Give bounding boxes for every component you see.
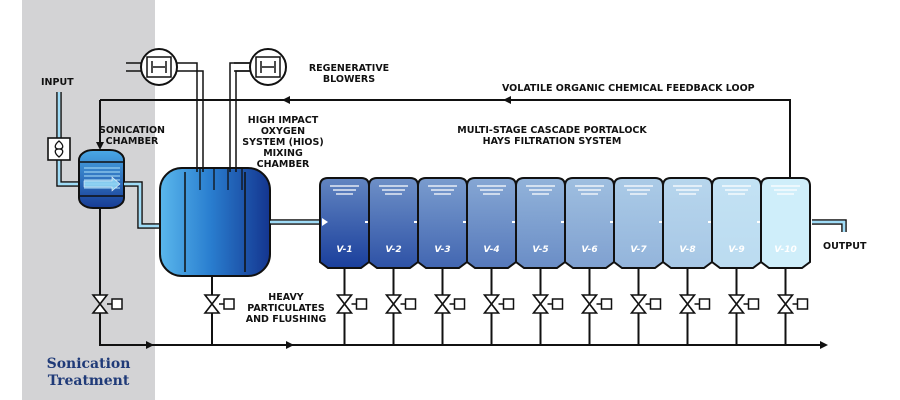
vessel-label: V-3 — [434, 245, 450, 255]
valve-icon — [727, 294, 760, 314]
heavy-particulates-label: HEAVY PARTICULATES AND FLUSHING — [245, 292, 327, 325]
valve-icon — [629, 294, 662, 314]
vessel-label: V-4 — [483, 245, 499, 255]
filtration-vessels: V-1 V-2 V-3 V-4 V-5 V-6 V-7 V-8 V-9 V-10 — [319, 177, 811, 345]
blowers-label: REGENERATIVE BLOWERS — [308, 63, 390, 85]
input-label: INPUT — [41, 77, 74, 88]
valve-icon — [433, 294, 466, 314]
vessel: V-3 — [417, 177, 468, 269]
vessel: V-1 — [319, 177, 370, 269]
valve-icon — [531, 294, 564, 314]
vessel: V-9 — [711, 177, 762, 269]
valve-icon — [776, 294, 809, 314]
transfer-pipe-1 — [124, 181, 162, 229]
vessel-label: V-2 — [385, 245, 401, 255]
feedback-loop — [96, 96, 791, 178]
output-label: OUTPUT — [823, 241, 867, 252]
arrow-icon — [322, 218, 328, 226]
vessel: V-10 — [760, 177, 811, 269]
valve-icon — [203, 294, 235, 314]
air-lines — [126, 62, 250, 172]
output-pipe — [812, 219, 847, 232]
valve-icon — [678, 294, 711, 314]
transfer-pipe-2 — [270, 219, 320, 225]
hios-label: HIGH IMPACT OXYGEN SYSTEM (HIOS) MIXING … — [242, 115, 324, 170]
vessel-label: V-8 — [679, 245, 695, 255]
side-title: Sonication Treatment — [46, 356, 131, 389]
valve-icon — [335, 294, 368, 314]
sonication-chamber-label: SONICATION CHAMBER — [98, 125, 166, 147]
vessel: V-6 — [564, 177, 615, 269]
sonication-chamber — [78, 149, 125, 209]
input-pipe — [56, 92, 80, 187]
fan-icon — [47, 137, 71, 161]
blower-icon — [140, 48, 178, 86]
blower-icon — [249, 48, 287, 86]
flush-manifold — [99, 208, 828, 349]
valve-icon — [384, 294, 417, 314]
vessel: V-2 — [368, 177, 419, 269]
vessel: V-5 — [515, 177, 566, 269]
vessel: V-7 — [613, 177, 664, 269]
vessel-label: V-6 — [581, 245, 597, 255]
feedback-loop-label: VOLATILE ORGANIC CHEMICAL FEEDBACK LOOP — [502, 83, 755, 94]
vessel: V-4 — [466, 177, 517, 269]
vessel-label: V-1 — [336, 245, 352, 255]
valve-icon — [580, 294, 613, 314]
vessel-label: V-5 — [532, 245, 548, 255]
valve-icon — [91, 294, 123, 314]
filtration-label: MULTI-STAGE CASCADE PORTALOCK HAYS FILTR… — [457, 125, 647, 147]
vessel-label: V-10 — [774, 245, 797, 255]
vessel-label: V-7 — [630, 245, 647, 255]
vessel: V-8 — [662, 177, 713, 269]
vessel-label: V-9 — [728, 245, 744, 255]
hios-mixing-chamber — [159, 167, 271, 277]
valve-icon — [482, 294, 515, 314]
